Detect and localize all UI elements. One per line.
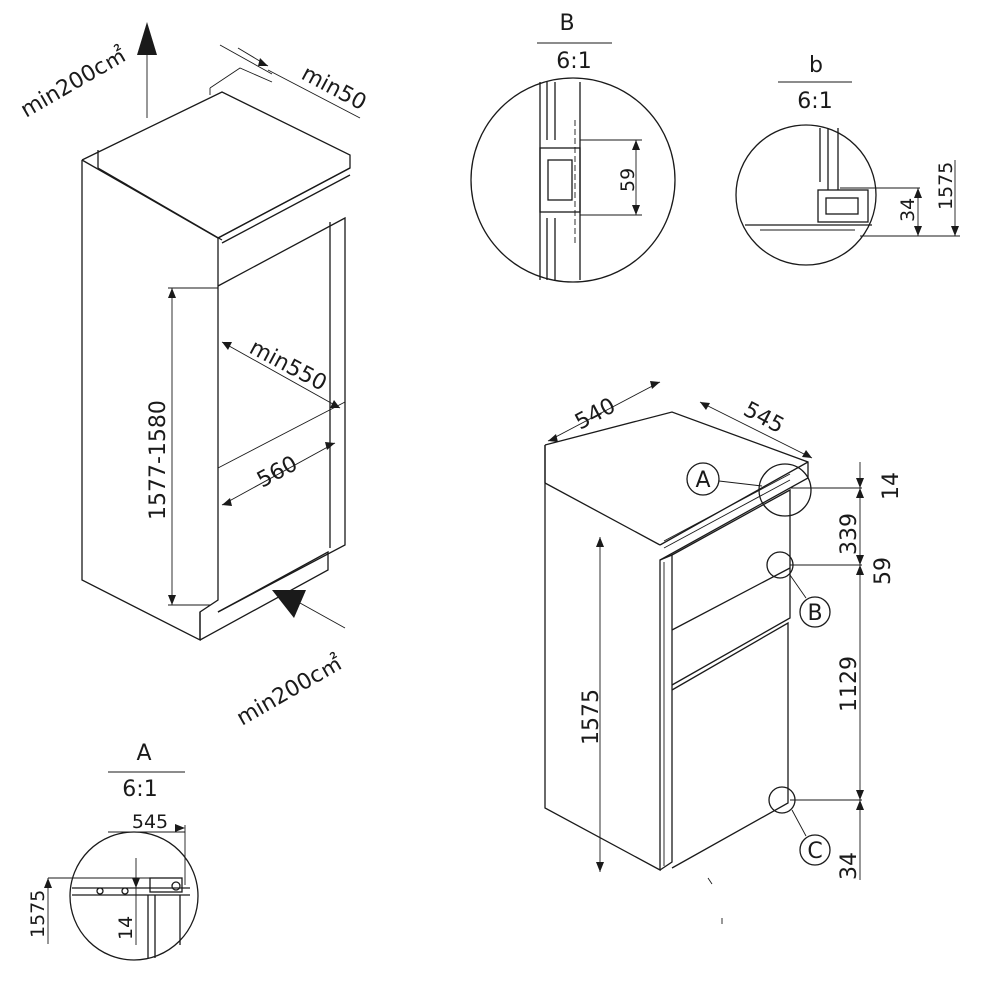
detail-a-scale: 6:1 xyxy=(122,777,157,802)
dim-34: 34 xyxy=(837,852,862,880)
detail-c-letter: b xyxy=(809,53,823,78)
gap-top-label: min50 xyxy=(297,61,370,116)
detail-a-dim-small: 14 xyxy=(115,916,137,940)
callout-a: A xyxy=(695,468,710,493)
appliance-depth: 545 xyxy=(739,397,788,439)
dim-14: 14 xyxy=(879,472,904,500)
detail-a-letter: A xyxy=(136,741,151,766)
dim-59: 59 xyxy=(871,557,896,585)
detail-a-dim-width: 545 xyxy=(132,811,168,833)
detail-b-scale: 6:1 xyxy=(556,49,591,74)
detail-c-dim-small: 34 xyxy=(897,198,919,222)
arrow-in-icon xyxy=(272,590,306,618)
vent-bottom-label: min200c㎡ xyxy=(232,650,347,731)
depth-label: min550 xyxy=(245,335,330,396)
detail-c-scale: 6:1 xyxy=(797,89,832,114)
detail-c: b 6:1 34 1575 xyxy=(735,53,960,266)
callout-b: B xyxy=(807,601,822,626)
vent-top-label: min200c㎡ xyxy=(16,42,131,123)
height-label: 1577-1580 xyxy=(146,400,171,520)
dim-1129: 1129 xyxy=(837,656,862,712)
detail-b-dim: 59 xyxy=(617,168,639,192)
detail-b: B 6:1 59 xyxy=(470,11,676,283)
callout-c: C xyxy=(807,839,822,864)
appliance-drawing: 540 545 1575 14 339 59 1129 34 A xyxy=(544,381,904,924)
width-label: 560 xyxy=(253,452,302,494)
detail-c-dim-height: 1575 xyxy=(935,162,957,210)
detail-b-letter: B xyxy=(559,11,574,36)
appliance-height: 1575 xyxy=(579,689,604,745)
dim-339: 339 xyxy=(837,513,862,555)
detail-a-dim-height: 1575 xyxy=(27,890,49,938)
appliance-width: 540 xyxy=(571,394,620,436)
arrow-up-icon xyxy=(137,22,157,55)
detail-a: A 6:1 545 1575 14 xyxy=(27,741,199,961)
niche-drawing: min200c㎡ min50 min550 560 1577-1580 min2… xyxy=(16,22,370,731)
